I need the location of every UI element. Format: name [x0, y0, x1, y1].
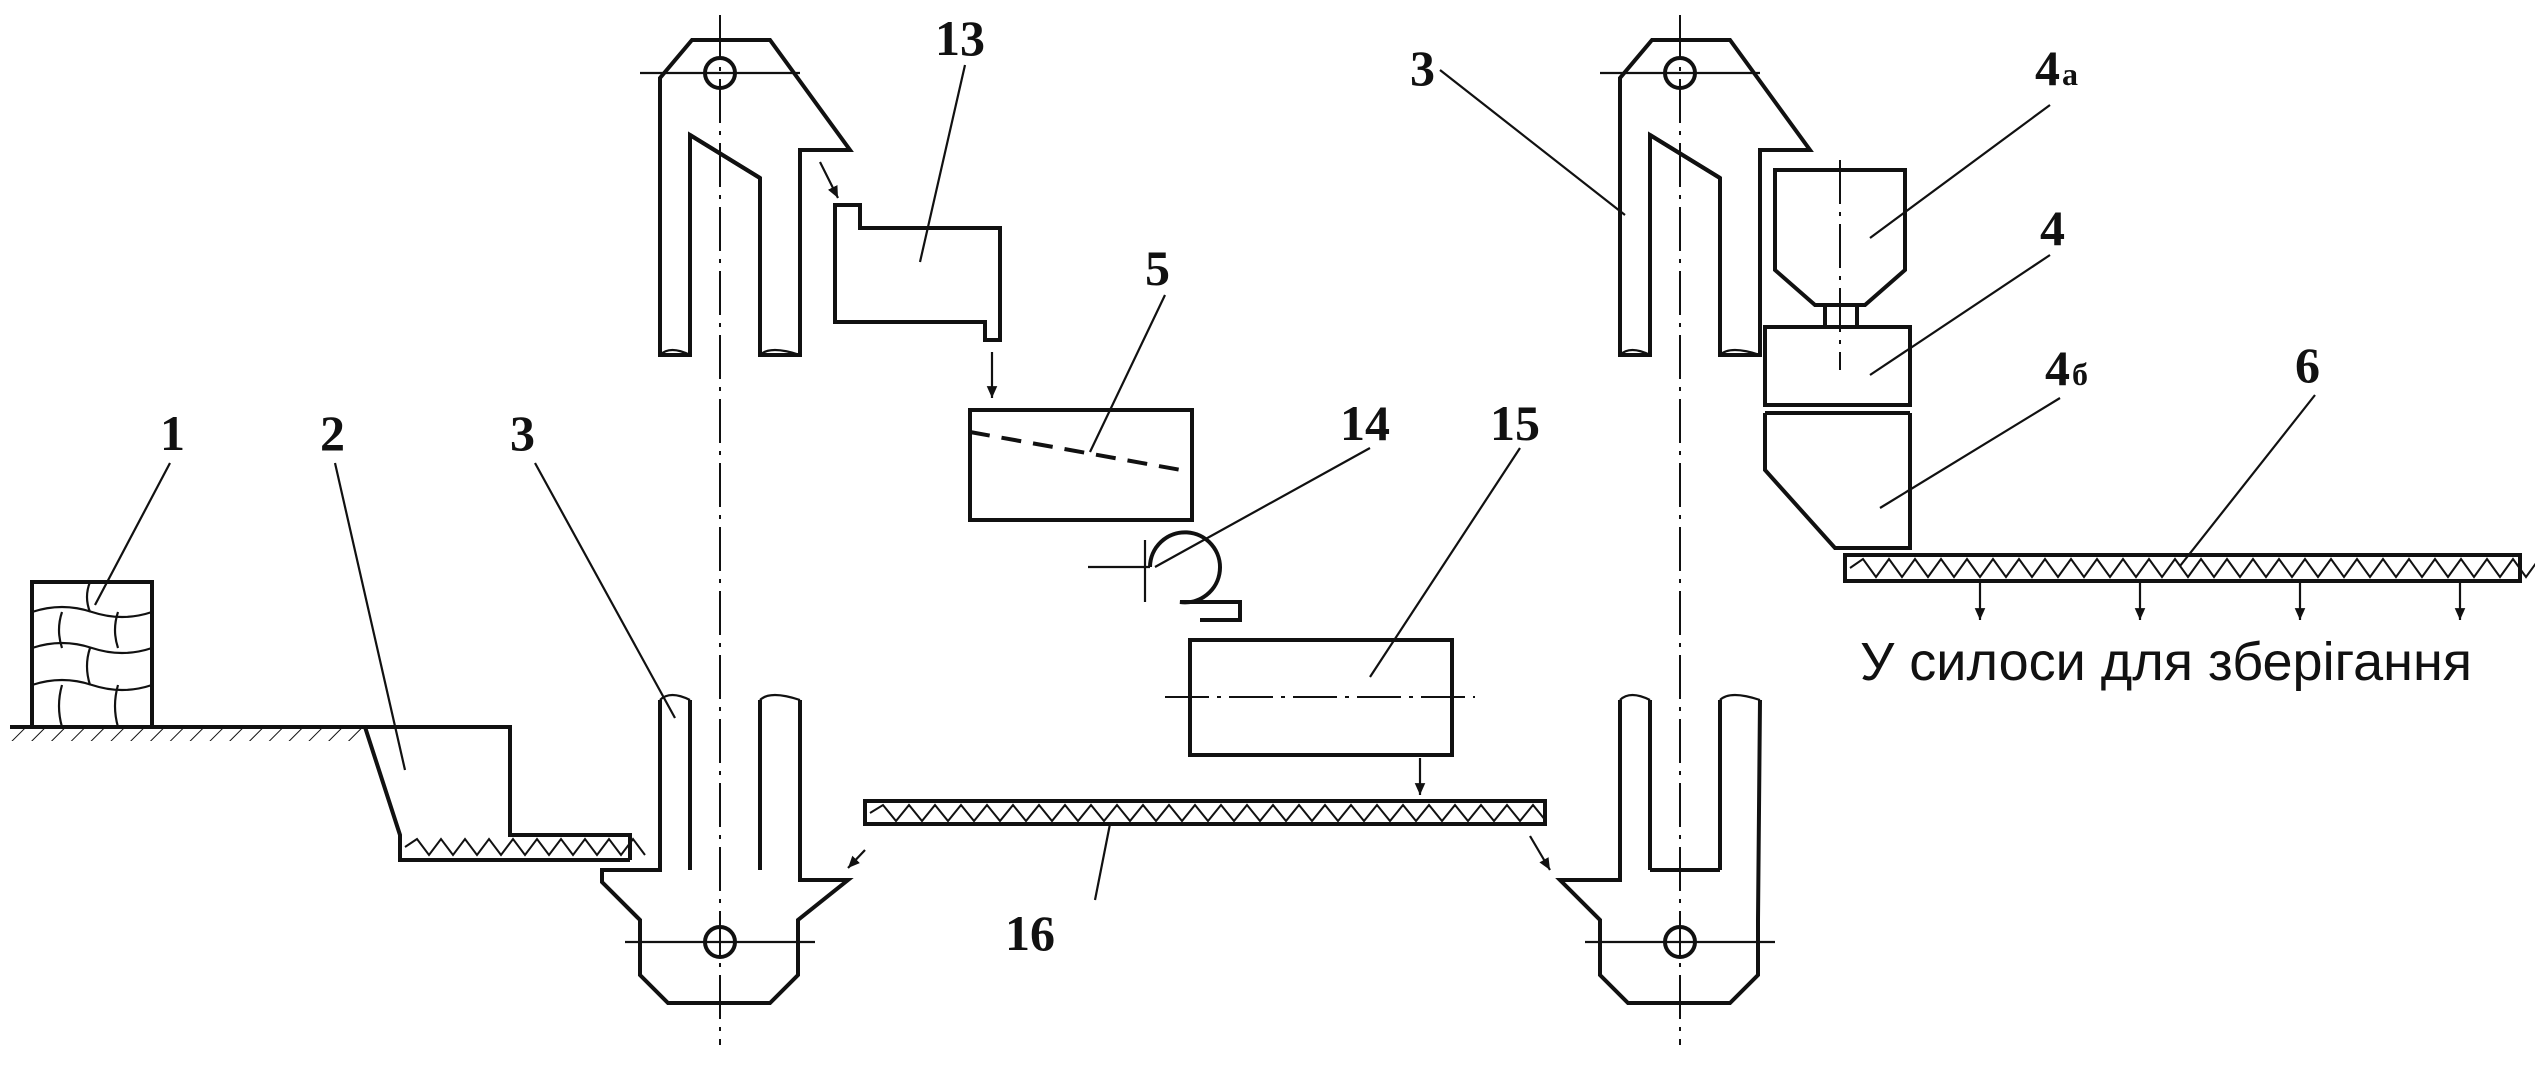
dryer: [1165, 638, 1475, 757]
middle-conveyor: [863, 799, 1547, 826]
label-16: 16: [1005, 905, 1055, 961]
label-6: 6: [2295, 337, 2320, 393]
label-4b: 4б: [2045, 340, 2088, 396]
silo-caption: У силоси для зберігання: [1860, 632, 2472, 692]
elevator-a: [600, 15, 854, 1045]
label-4a-number: 4: [2035, 40, 2060, 96]
output-conveyor: [1843, 553, 2535, 583]
label-4a-sub: а: [2062, 56, 2078, 92]
label-5: 5: [1145, 240, 1170, 296]
label-15: 15: [1490, 395, 1540, 451]
label-1: 1: [160, 405, 185, 461]
magnetic-separator: [833, 203, 1002, 342]
label-2: 2: [320, 405, 345, 461]
storage-hopper: [1763, 160, 1912, 550]
receiving-hopper: [363, 725, 632, 862]
label-4b-number: 4: [2045, 340, 2070, 396]
label-3-elevator-a: 3: [510, 405, 535, 461]
bag-stack: [30, 580, 154, 729]
ground: [10, 725, 365, 741]
flow-arrows: [819, 161, 2466, 871]
sieve: [968, 408, 1194, 522]
label-3-elevator-b: 3: [1410, 40, 1435, 96]
elevator-b: [1555, 15, 1814, 1045]
label-4a: 4а: [2035, 40, 2078, 96]
label-13: 13: [935, 10, 985, 66]
fan: [1088, 530, 1242, 622]
label-4b-sub: б: [2072, 356, 2088, 392]
hopper-screw: [404, 837, 646, 857]
label-14: 14: [1340, 395, 1390, 451]
label-4: 4: [2040, 200, 2065, 256]
leader-lines: [94, 64, 2316, 901]
